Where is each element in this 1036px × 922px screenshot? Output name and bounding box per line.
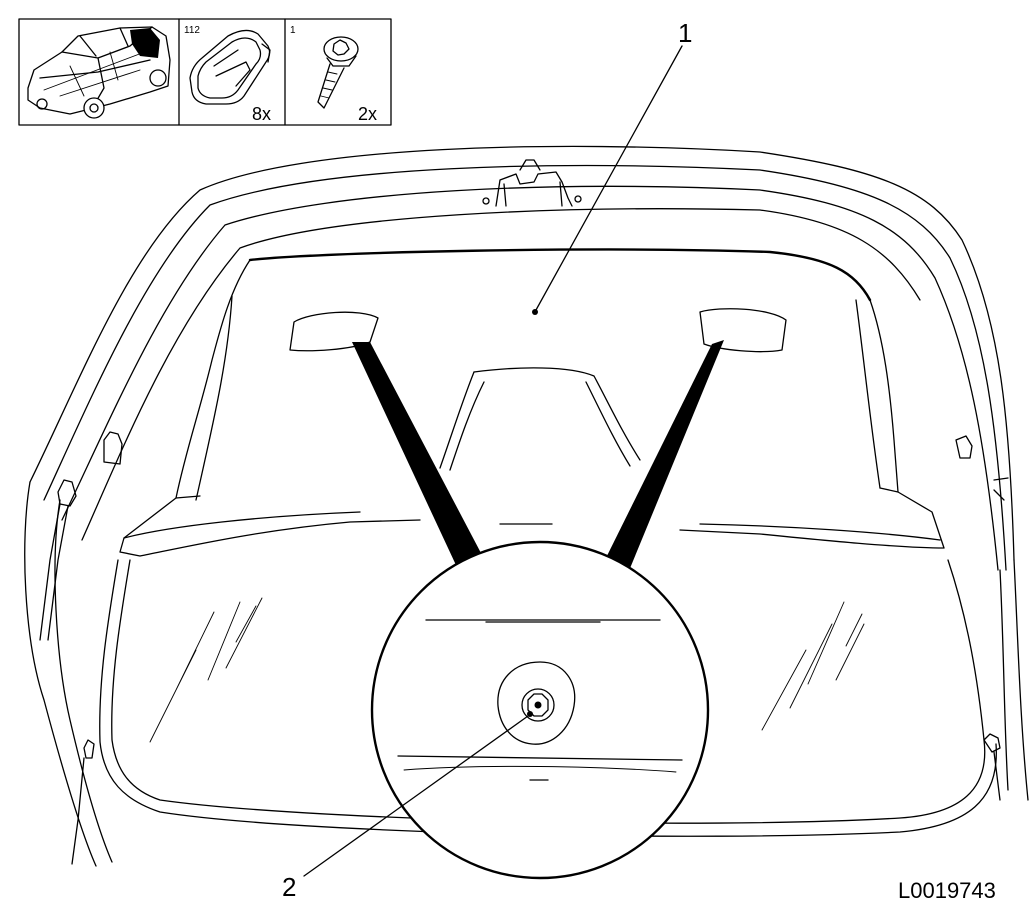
legend-part-number-1: 1 — [290, 25, 296, 36]
detail-magnifier — [370, 540, 710, 880]
callout-label-1: 1 — [678, 18, 692, 48]
torx-screw-icon — [317, 36, 359, 109]
legend-part-number-112: 112 — [184, 25, 200, 36]
figure-id: L0019743 — [898, 878, 996, 903]
legend-quantity-2x: 2x — [358, 104, 377, 124]
callout-label-2: 2 — [282, 872, 296, 902]
detail-leader-wedges — [352, 340, 724, 578]
tailgate-outline — [24, 145, 1029, 867]
callout-leaders — [303, 45, 683, 877]
torx-screw-head — [521, 688, 555, 722]
clip-icon — [189, 29, 271, 105]
legend-quantity-8x: 8x — [252, 104, 271, 124]
vehicle-locator-icon — [27, 26, 171, 119]
parts-legend: 112 8x 1 2x — [18, 18, 392, 126]
